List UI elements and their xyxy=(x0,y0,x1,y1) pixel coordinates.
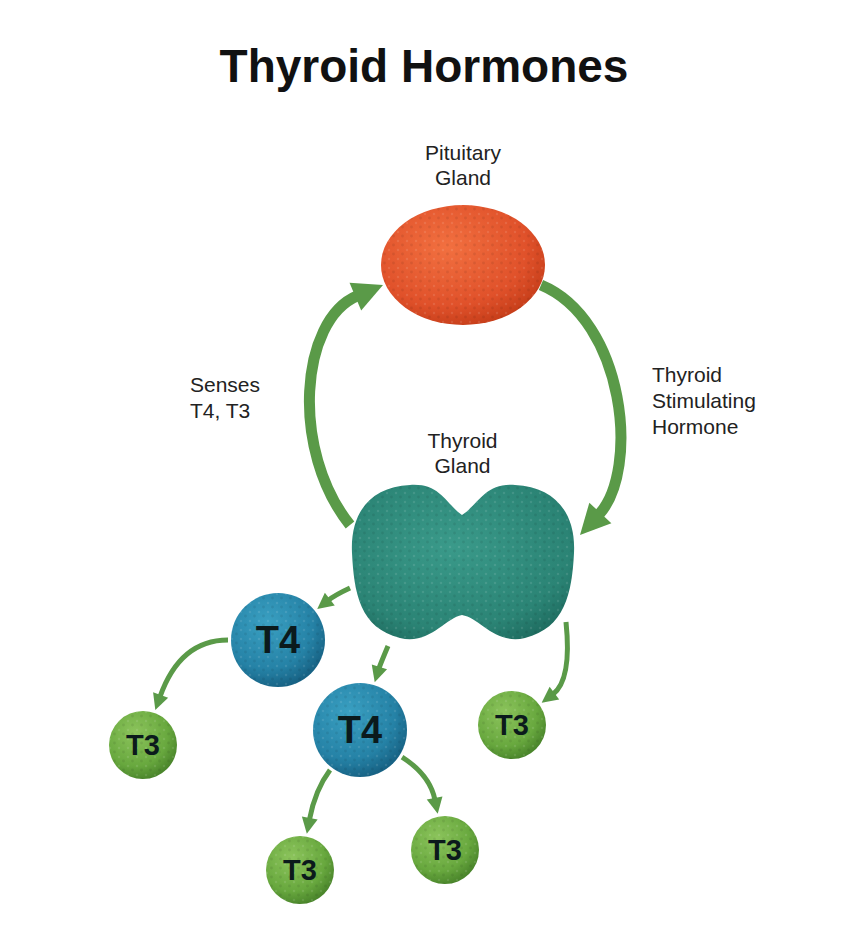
t3-hormone: T3 xyxy=(108,710,178,780)
thyroid-body xyxy=(352,485,574,639)
arrow-head xyxy=(153,692,168,710)
arrow-label: Thyroid Stimulating Hormone xyxy=(652,362,804,440)
arrow-head xyxy=(317,593,335,609)
hormone-ball xyxy=(478,691,546,759)
edge-label: Thyroid Stimulating Hormone xyxy=(652,362,804,440)
hormone-ball xyxy=(109,711,177,779)
edge-label: Senses T4, T3 xyxy=(190,372,276,424)
hormone-name: T3 xyxy=(495,709,529,742)
arrow-line xyxy=(541,285,621,514)
arrow-label: Senses T4, T3 xyxy=(190,372,276,424)
arrow-line xyxy=(309,770,330,820)
hormone-name: T3 xyxy=(283,854,317,887)
hormone-name: T4 xyxy=(338,709,382,752)
arrow-line xyxy=(160,640,228,697)
hormone-arrow xyxy=(542,622,568,703)
hormone-name: T3 xyxy=(126,729,160,762)
arrow-line xyxy=(553,622,568,694)
gland-label: Pituitary Gland xyxy=(407,140,519,190)
arrow-head xyxy=(427,796,443,813)
hormone-texture xyxy=(478,691,546,759)
hormone-name: T3 xyxy=(428,834,462,867)
hormone-texture xyxy=(109,711,177,779)
pituitary-body xyxy=(381,205,545,325)
arrow-line xyxy=(379,646,388,669)
pituitary-texture xyxy=(381,205,545,325)
hormone-ball xyxy=(313,683,407,777)
hormone-name: T4 xyxy=(256,619,300,662)
pituitary-gland: Pituitary Gland xyxy=(378,140,548,330)
arrow-head xyxy=(542,687,560,703)
hormone-arrow xyxy=(541,285,621,535)
hormone-texture xyxy=(266,836,334,904)
thyroid-texture xyxy=(352,485,574,639)
thyroid-gland: Thyroid Gland xyxy=(340,428,585,648)
title: Thyroid Hormones xyxy=(0,38,848,94)
hormone-arrow xyxy=(317,588,350,609)
hormone-texture xyxy=(231,593,325,687)
t3-hormone: T3 xyxy=(477,690,547,760)
hormone-texture xyxy=(411,816,479,884)
hormone-ball xyxy=(411,816,479,884)
hormone-arrow xyxy=(309,283,383,525)
hormone-arrow xyxy=(153,640,228,710)
arrow-line xyxy=(328,588,350,600)
arrow-head xyxy=(302,816,318,833)
arrow-head xyxy=(350,283,383,311)
hormone-ball xyxy=(266,836,334,904)
title-bar: Thyroid Hormones xyxy=(0,38,848,94)
arrow-head xyxy=(372,665,387,683)
arrow-line xyxy=(309,296,357,525)
hormone-arrow xyxy=(372,646,388,682)
t3-hormone: T3 xyxy=(265,835,335,905)
t3-hormone: T3 xyxy=(410,815,480,885)
hormone-arrow xyxy=(402,757,442,814)
t4-hormone: T4 xyxy=(230,592,326,688)
hormone-ball xyxy=(231,593,325,687)
arrow-line xyxy=(402,757,435,800)
gland-label: Thyroid Gland xyxy=(417,428,509,478)
hormone-texture xyxy=(313,683,407,777)
hormone-arrow xyxy=(302,770,330,834)
arrow-head xyxy=(580,503,611,535)
t4-hormone: T4 xyxy=(312,682,408,778)
